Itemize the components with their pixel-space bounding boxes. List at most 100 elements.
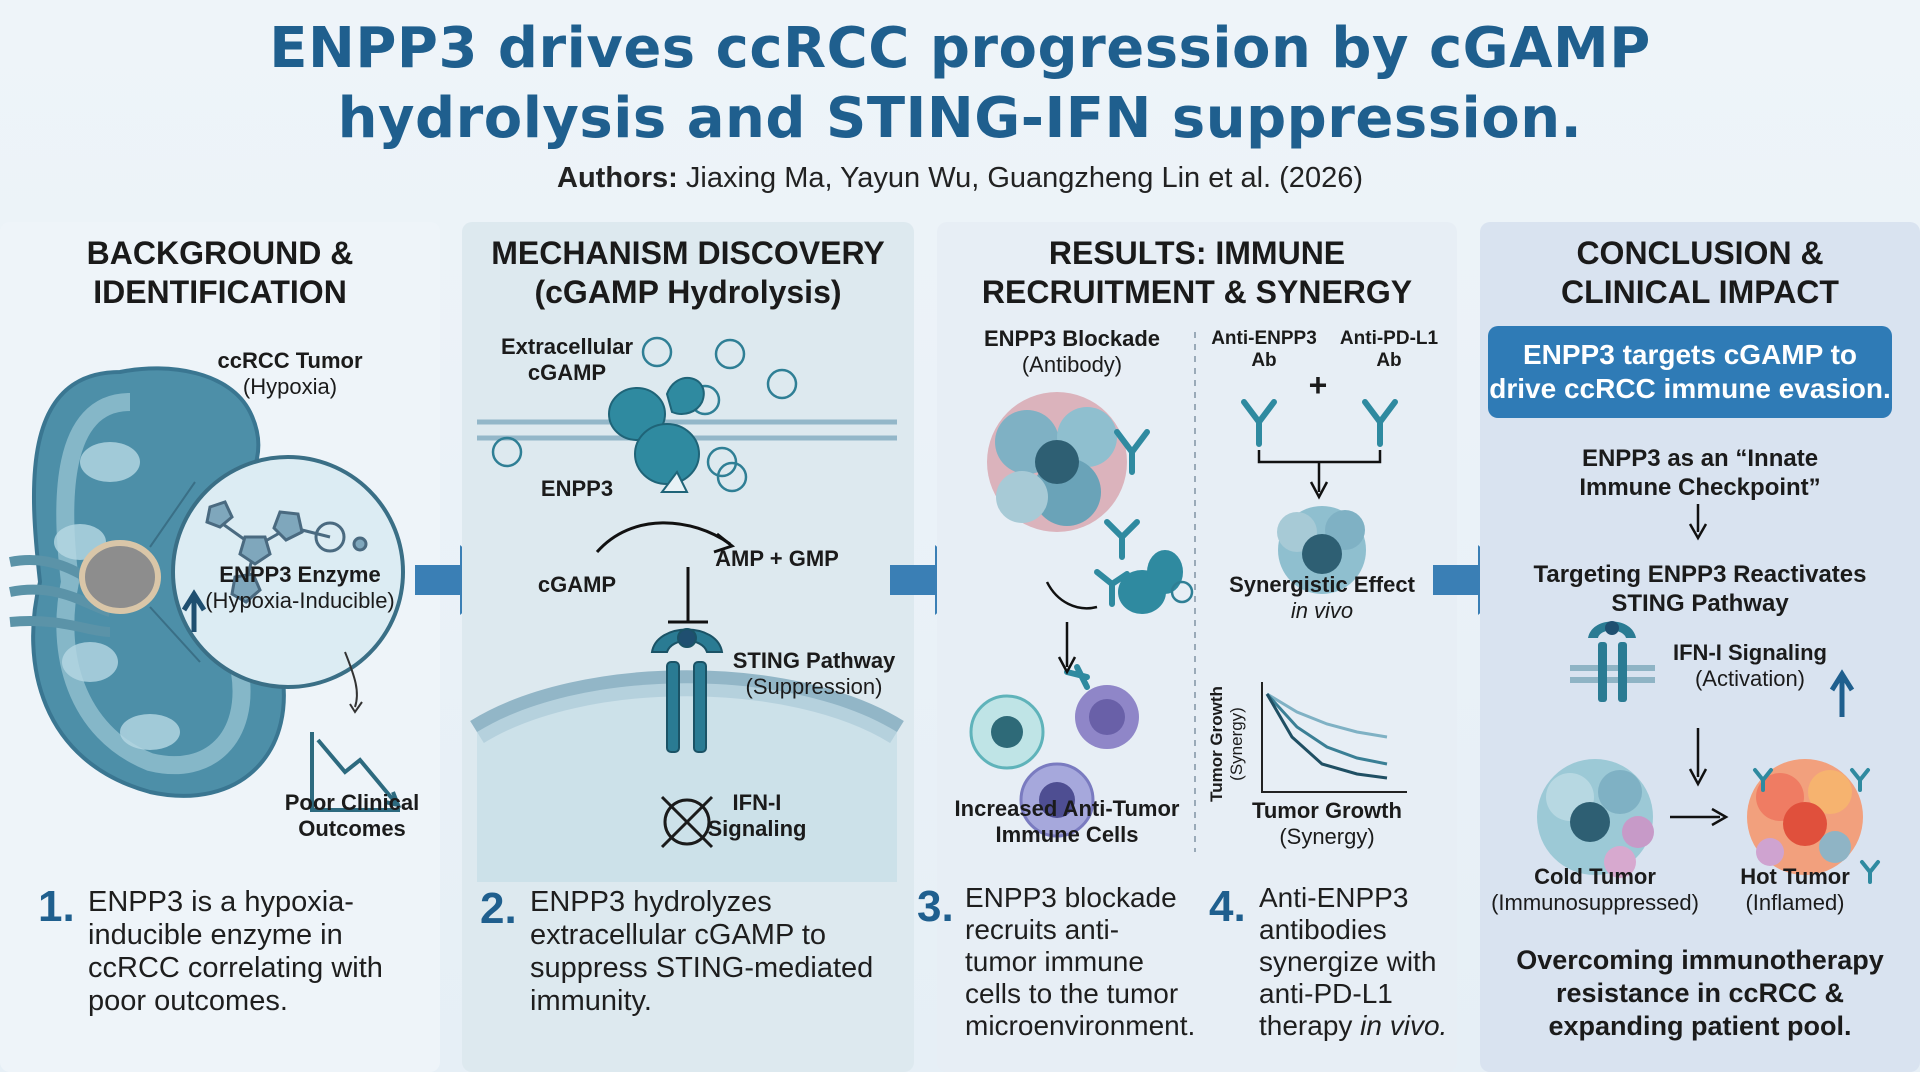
synergy-tumor-icon	[1277, 506, 1366, 594]
page-title: ENPP3 drives ccRCC progression by cGAMP …	[0, 14, 1920, 154]
tumor-cluster-icon	[987, 392, 1127, 532]
synergy-sub-text: in vivo	[1290, 598, 1354, 623]
cold-tumor-label: Cold Tumor (Immunosuppressed)	[1480, 864, 1710, 916]
header: ENPP3 drives ccRCC progression by cGAMP …	[0, 0, 1920, 212]
final-line-3: expanding patient pool.	[1548, 1011, 1852, 1041]
ifn-line-1: IFN-I	[732, 790, 782, 815]
panel-heading: CONCLUSION & CLINICAL IMPACT	[1480, 234, 1920, 312]
enpp3-label-text: ENPP3	[540, 476, 614, 501]
blocked-signal-icon	[660, 795, 714, 849]
growth-label: Tumor Growth (Synergy)	[1227, 798, 1427, 850]
reaction-arrow	[595, 521, 731, 553]
up-arrow-icon	[181, 589, 207, 632]
extracellular-label: Extracellular cGAMP	[492, 334, 642, 386]
immune-cells-icon	[969, 685, 1139, 838]
products-label-text: AMP + GMP	[715, 546, 839, 571]
hot-tumor-sub: (Inflamed)	[1745, 890, 1845, 915]
ifn-activation-label: IFN-I Signaling (Activation)	[1660, 640, 1840, 692]
checkpoint-label: ENPP3 as an “Innate Immune Checkpoint”	[1500, 444, 1900, 502]
anti-pdl1-label: Anti-PD-L1 Ab	[1329, 328, 1449, 372]
blockade-label: ENPP3 Blockade (Antibody)	[967, 326, 1177, 378]
results-illustration	[969, 332, 1407, 852]
cgamp-label-text: cGAMP	[537, 572, 617, 597]
authors-label: Authors:	[557, 162, 678, 194]
enzyme-label: ENPP3 Enzyme (Hypoxia-Inducible)	[200, 562, 400, 614]
sting-sub-text: (Suppression)	[745, 674, 883, 699]
anti-enpp3-label: Anti-ENPP3 Ab	[1209, 328, 1319, 372]
anti-enpp3-line-2: Ab	[1251, 350, 1277, 371]
mechanism-illustration	[470, 336, 904, 882]
panel-background: BACKGROUND & IDENTIFICATION	[0, 222, 440, 1072]
ifn-line-2: Signaling	[707, 816, 807, 841]
growth-sub-text: (Synergy)	[1279, 824, 1375, 849]
panel-heading: MECHANISM DISCOVERY (cGAMP Hydrolysis)	[462, 234, 914, 312]
final-statement: Overcoming immunotherapy resistance in c…	[1480, 944, 1920, 1043]
anti-pdl1-antibody-icon	[1362, 399, 1398, 447]
step-line: ENPP3 hydrolyzes	[530, 886, 772, 918]
growth-label-text: Tumor Growth	[1252, 798, 1402, 823]
sting-receptor-icon	[650, 628, 724, 753]
up-arrow-icon	[1829, 669, 1855, 717]
kidney-illustration	[9, 366, 405, 812]
heading-line-2: (cGAMP Hydrolysis)	[534, 274, 842, 310]
title-line-1: ENPP3 drives ccRCC progression by cGAMP	[269, 16, 1651, 81]
step-line: immunity.	[530, 985, 652, 1017]
enzyme-label-text: ENPP3 Enzyme	[219, 562, 381, 587]
final-line-2: resistance in ccRCC &	[1555, 978, 1845, 1008]
step-line: anti-PD-L1	[1259, 978, 1393, 1009]
step-line: ccRCC correlating with	[88, 952, 383, 984]
ifn-label: IFN-I Signaling	[702, 790, 812, 842]
cgamp-label: cGAMP	[522, 572, 632, 598]
step-line: microenvironment.	[965, 1010, 1196, 1041]
cold-tumor-icon	[1537, 759, 1654, 878]
step-number: 1.	[38, 882, 75, 931]
step-description: ENPP3 blockade recruits anti- tumor immu…	[965, 882, 1205, 1042]
sting-label: STING Pathway (Suppression)	[724, 648, 904, 700]
step-line: poor outcomes.	[88, 985, 288, 1017]
membrane-segment	[1570, 665, 1655, 683]
yaxis-line-1: Tumor Growth	[1207, 686, 1226, 802]
step-line-part: in vivo.	[1360, 1010, 1448, 1041]
growth-curve-combo	[1265, 693, 1388, 780]
step-line: cells to the tumor	[965, 978, 1179, 1009]
extracellular-line-1: Extracellular	[500, 334, 634, 359]
heading-line-1: CONCLUSION &	[1576, 235, 1824, 271]
outcome-line-2: Outcomes	[298, 816, 406, 841]
step-line-part: therapy	[1259, 1010, 1361, 1041]
step-line: antibodies	[1259, 914, 1387, 945]
authors-text: Jiaxing Ma, Yayun Wu, Guangzheng Lin et …	[677, 162, 1363, 194]
step-line: synergize with	[1259, 946, 1437, 977]
outcome-line-1: Poor Clinical	[284, 790, 420, 815]
heading-line-1: RESULTS: IMMUNE	[1048, 235, 1346, 271]
step-description: ENPP3 hydrolyzes extracellular cGAMP to …	[530, 886, 910, 1018]
panel-results: RESULTS: IMMUNE RECRUITMENT & SYNERGY	[917, 222, 1457, 1072]
heading-line-2: IDENTIFICATION	[93, 274, 347, 310]
step-line: Anti-ENPP3	[1259, 882, 1409, 913]
ifn-activation-sub: (Activation)	[1694, 666, 1806, 691]
cold-tumor-text: Cold Tumor	[1534, 864, 1656, 889]
panel-heading: RESULTS: IMMUNE RECRUITMENT & SYNERGY	[937, 234, 1457, 312]
targeting-line-2: STING Pathway	[1611, 590, 1789, 617]
heading-line-2: RECRUITMENT & SYNERGY	[981, 274, 1413, 310]
sting-receptor-icon	[1588, 621, 1636, 702]
step-number: 4.	[1209, 882, 1246, 931]
enzyme-molecule-icon	[205, 500, 368, 604]
step-description: ENPP3 is a hypoxia- inducible enzyme in …	[88, 886, 438, 1018]
immune-line-2: Immune Cells	[995, 822, 1139, 847]
checkpoint-line-1: ENPP3 as an “Innate	[1581, 445, 1819, 472]
tumor-mass-icon	[79, 540, 161, 614]
anti-enpp3-line-1: Anti-ENPP3	[1211, 328, 1317, 349]
growth-chart-icon	[1261, 682, 1407, 793]
tumor-sub-text: (Hypoxia)	[242, 374, 338, 399]
growth-curve-control	[1266, 692, 1388, 739]
authors-line: Authors: Jiaxing Ma, Yayun Wu, Guangzhen…	[0, 162, 1920, 195]
plus-sign: +	[1308, 367, 1328, 403]
step-number: 3.	[917, 882, 954, 931]
heading-line-1: MECHANISM DISCOVERY	[491, 235, 885, 271]
declining-trend-icon	[310, 732, 400, 812]
heading-line-2: CLINICAL IMPACT	[1561, 274, 1839, 310]
step-line: ENPP3 is a hypoxia-	[88, 886, 354, 918]
step-line: tumor immune	[965, 946, 1144, 977]
immune-cells-label: Increased Anti-Tumor Immune Cells	[947, 796, 1187, 848]
anti-enpp3-antibody-icon	[1241, 399, 1277, 447]
